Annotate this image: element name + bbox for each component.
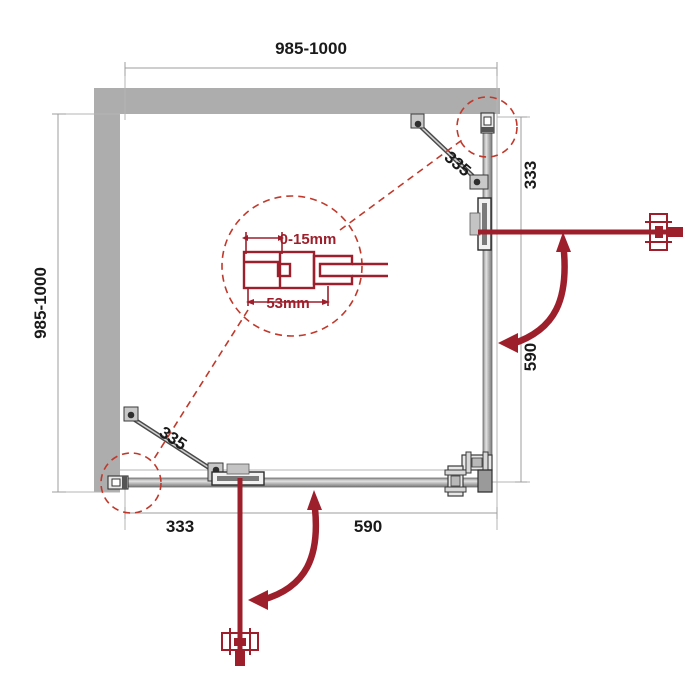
corner-angle-bracket [477,469,493,493]
profile-detail-circle [221,195,363,337]
door-hinge-right [469,197,492,251]
swing-arrow-head-bottom-top [307,490,322,510]
stay-bar-top [410,113,489,190]
door-handle-right [645,213,683,251]
label-right-lower: 590 [521,343,540,371]
wall-left [94,88,120,492]
hardware-fittings [107,112,495,497]
corner-connector-assembly [444,451,493,497]
door-leaves-open-position [221,213,683,666]
profile-seal-nub [276,262,292,278]
door-swing-arcs [248,232,571,610]
corner-connector-horizontal [444,465,467,497]
label-bottom-left: 333 [166,517,194,536]
label-right-upper: 333 [521,161,540,189]
glass-panel-right [482,113,493,483]
callout-leader-top [339,139,463,231]
dimension-lines [52,62,527,519]
profile-detail-content [242,250,388,290]
door-swing-arc-right [510,241,568,348]
callout-circle-bottom [100,452,162,514]
door-swing-arc-bottom [261,499,320,604]
label-bottom-right: 590 [354,517,382,536]
corner-connector-vertical [461,451,493,474]
label-top-overall: 985-1000 [275,39,347,58]
swing-arrow-head-right-bottom [498,333,518,353]
wall-connector-bottom [107,475,129,490]
callout-leader-bottom [151,309,249,463]
profile-detail-dimensions [242,232,330,306]
label-detail-adjustment: 0-15mm [280,231,337,248]
wall-connector-top [480,112,495,134]
label-left-overall: 985-1000 [31,267,50,339]
detail-callouts [100,96,518,514]
swing-arrow-head-bottom-end [248,590,268,610]
wall-structure [94,88,500,492]
glass-panel-bottom [119,477,493,488]
profile-glass-insert [312,254,354,286]
support-stay-bars [123,113,489,482]
label-detail-profile-width: 53mm [266,295,309,312]
swing-arrow-head-right-top [556,232,571,252]
door-handle-bottom [221,628,259,666]
callout-circle-top [456,96,518,158]
label-stay-bar-bottom: 335 [156,423,190,454]
wall-top [94,88,500,114]
